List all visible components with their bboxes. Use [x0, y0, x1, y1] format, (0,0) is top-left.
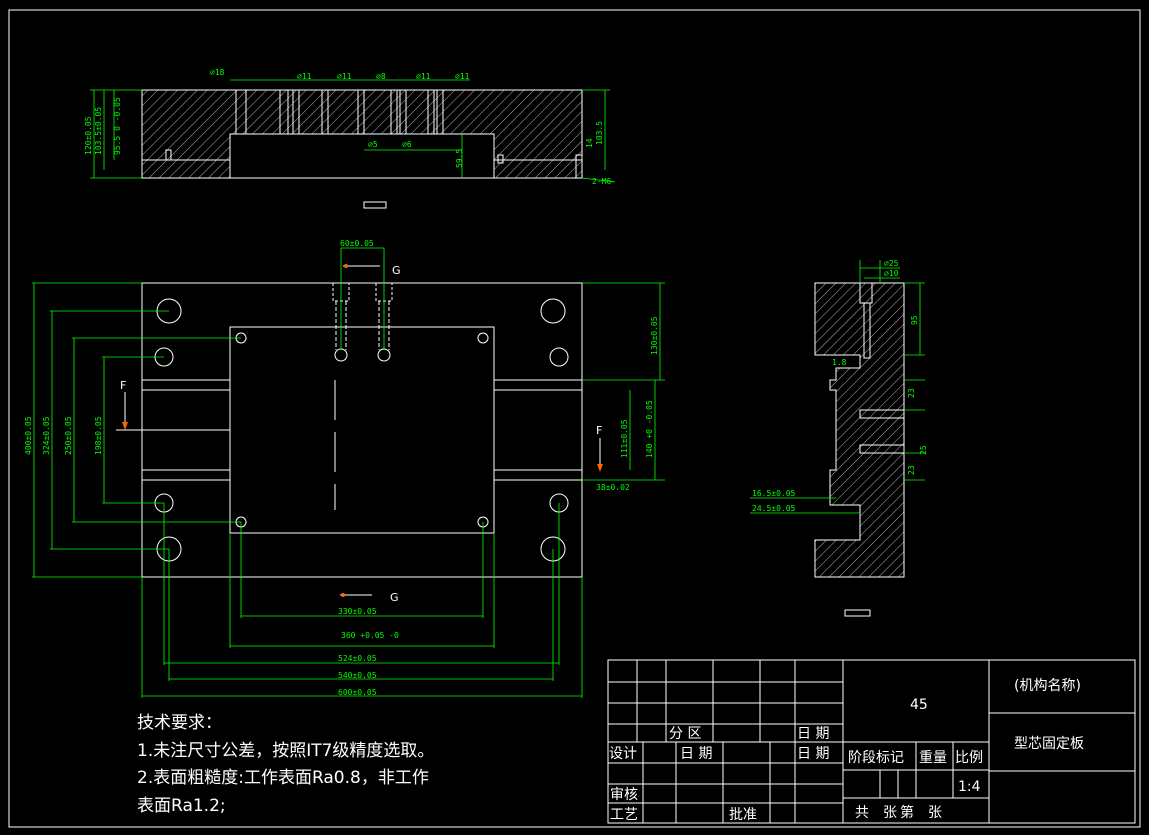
tb-mechanism-name: (机构名称) [1014, 678, 1081, 694]
title-block: 分 区 日 期 设计 日 期 日 期 审核 工艺 批准 阶段标记 重量 比例 1… [607, 659, 1136, 824]
dim-d18: ⌀18 [210, 68, 225, 77]
dim-side-w245: 24.5±0.05 [752, 504, 796, 513]
tb-pizhun: 批准 [729, 807, 757, 823]
dim-w524: 524±0.05 [338, 654, 377, 663]
dim-side-h18: 1.8 [832, 358, 847, 367]
tb-di-zhang: 第 张 [900, 804, 942, 821]
notes-line-3: 表面Ra1.2; [137, 796, 226, 816]
dim-m6: 2-M6 [592, 177, 611, 186]
tb-jieduan: 阶段标记 [848, 750, 904, 766]
dim-h400: 400±0.05 [24, 416, 33, 455]
side-section-view: ⌀25 ⌀10 95 1.8 23 25 23 16.5±0.05 24.5±0… [750, 259, 928, 617]
dim-side-d25: ⌀25 [884, 259, 899, 268]
label-F-left: F [120, 379, 126, 392]
dim-h14: 14 [585, 138, 594, 148]
dim-h324: 324±0.05 [42, 416, 51, 455]
dim-side-h95: 95 [910, 315, 919, 325]
dim-d11d: ⌀11 [455, 72, 470, 81]
outer-frame [8, 9, 1141, 828]
tb-fen-qu: 分 区 [669, 726, 701, 742]
dim-h111: 111±0.05 [620, 419, 629, 458]
dim-h103: 103.5±0.05 [94, 107, 103, 155]
tb-sheji: 设计 [609, 746, 637, 762]
notes-line-1: 1.未注尺寸公差，按照IT7级精度选取。 [137, 741, 434, 761]
dim-side-h23a: 23 [907, 388, 916, 398]
dim-w540: 540±0.05 [338, 671, 377, 680]
top-section-view: ⌀18 ⌀11 ⌀11 ⌀8 ⌀11 ⌀11 120±0.05 103.5±0.… [84, 68, 616, 209]
dim-h250: 250±0.05 [64, 416, 73, 455]
technical-notes: 技术要求： 1.未注尺寸公差，按照IT7级精度选取。 2.表面粗糙度:工作表面R… [137, 713, 434, 816]
dim-h95: 95.5 0 -0.05 [113, 97, 122, 155]
notes-heading: 技术要求： [137, 713, 222, 733]
dim-h140: 140 +0 -0.05 [645, 400, 654, 458]
label-G-top: G [392, 264, 401, 277]
tb-riqi-2: 日 期 [680, 746, 712, 762]
label-F-right: F [596, 424, 602, 437]
dim-side-w165: 16.5±0.05 [752, 489, 796, 498]
label-G-bottom: G [390, 591, 399, 604]
dim-h120: 120±0.05 [84, 116, 93, 155]
dim-side-h23b: 23 [907, 465, 916, 475]
tb-riqi-3: 日 期 [797, 746, 829, 762]
dim-w38: 38±0.02 [596, 483, 630, 492]
dim-d6: ⌀6 [402, 140, 412, 149]
tb-riqi-1: 日 期 [797, 726, 829, 742]
dim-side-d10: ⌀10 [884, 269, 899, 278]
dim-d5: ⌀5 [368, 140, 378, 149]
plan-view: G G F F 60±0.05 400±0.05 324±0.05 250±0.… [24, 239, 665, 698]
dim-w330: 330±0.05 [338, 607, 377, 616]
dim-h130: 130±0.05 [650, 316, 659, 355]
dim-side-h25: 25 [919, 445, 928, 455]
dim-h198: 198±0.05 [94, 416, 103, 455]
dim-w60: 60±0.05 [340, 239, 374, 248]
dim-w600: 600±0.05 [338, 688, 377, 697]
dim-d11a: ⌀11 [297, 72, 312, 81]
tb-gong-zhang: 共 张 [855, 805, 897, 821]
tb-part-name: 型芯固定板 [1014, 736, 1084, 752]
dim-h59: 59.5 [455, 149, 464, 168]
dim-d8: ⌀8 [376, 72, 386, 81]
tb-material: 45 [910, 697, 928, 713]
dim-h103r: 103.5 [595, 121, 604, 145]
tb-gongyi: 工艺 [610, 807, 638, 823]
dim-d11b: ⌀11 [337, 72, 352, 81]
tb-shenhe: 审核 [610, 787, 638, 803]
tb-zhongliang: 重量 [919, 750, 947, 766]
dim-w360: 360 +0.05 -0 [341, 631, 399, 640]
tb-scale: 1:4 [958, 779, 981, 795]
tb-bili: 比例 [955, 750, 983, 766]
dim-d11c: ⌀11 [416, 72, 431, 81]
notes-line-2: 2.表面粗糙度:工作表面Ra0.8，非工作 [137, 768, 429, 788]
